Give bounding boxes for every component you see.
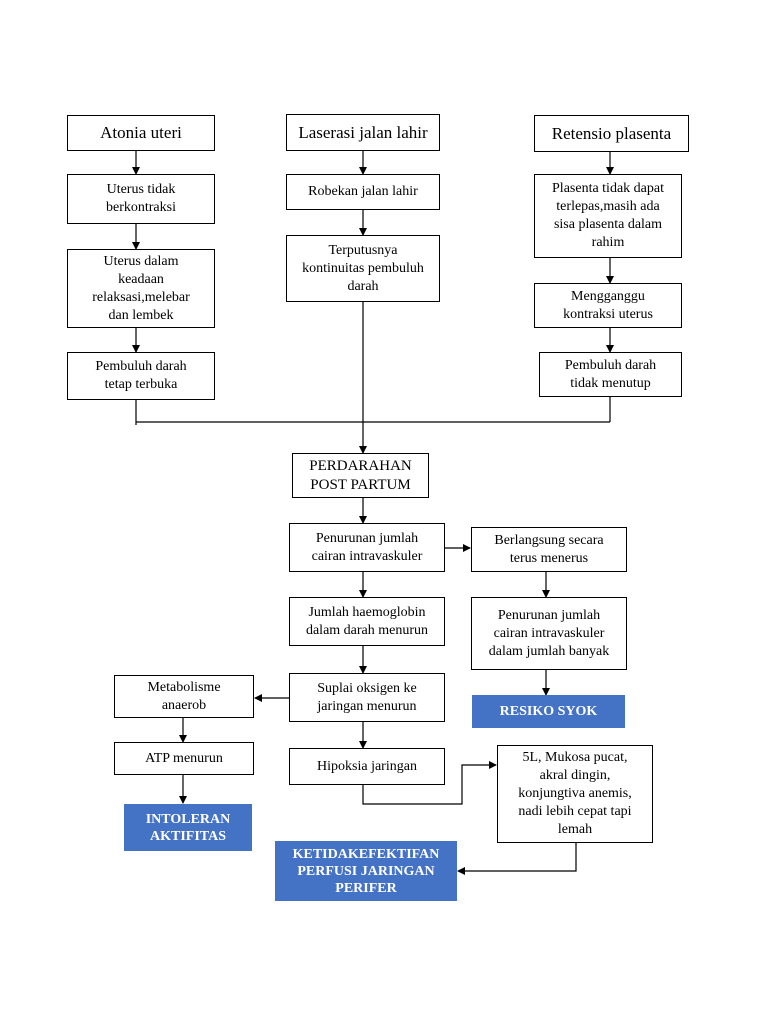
arrow-hipoksia-tanda — [362, 761, 497, 805]
node-uterus-relaksasi: Uterus dalam keadaan relaksasi,melebar d… — [67, 249, 215, 328]
node-metabolisme-anaerob: Metabolisme anaerob — [114, 675, 254, 718]
node-berlangsung-terus: Berlangsung secara terus menerus — [471, 527, 627, 572]
node-mengganggu-kontraksi: Mengganggu kontraksi uterus — [534, 283, 682, 328]
node-pembuluh-tidak-menutup: Pembuluh darah tidak menutup — [539, 352, 682, 397]
node-penurunan-cairan: Penurunan jumlah cairan intravaskuler — [289, 523, 445, 572]
node-robekan-jalan-lahir: Robekan jalan lahir — [286, 174, 440, 210]
diagnosis-ketidakefektifan-perfusi: KETIDAKEFEKTIFAN PERFUSI JARINGAN PERIFE… — [275, 841, 457, 901]
node-uterus-tidak-berkontraksi: Uterus tidak berkontraksi — [67, 174, 215, 224]
node-atonia-uteri: Atonia uteri — [67, 115, 215, 151]
node-plasenta-tidak-terlepas: Plasenta tidak dapat terlepas,masih ada … — [534, 174, 682, 258]
node-retensio-plasenta: Retensio plasenta — [534, 115, 689, 152]
node-penurunan-cairan-banyak: Penurunan jumlah cairan intravaskuler da… — [471, 597, 627, 670]
node-perdarahan-post-partum: PERDARAHAN POST PARTUM — [292, 453, 429, 498]
diagnosis-resiko-syok: RESIKO SYOK — [472, 695, 625, 728]
node-pembuluh-darah-terbuka: Pembuluh darah tetap terbuka — [67, 352, 215, 400]
node-hipoksia-jaringan: Hipoksia jaringan — [289, 748, 445, 785]
node-suplai-oksigen: Suplai oksigen ke jaringan menurun — [289, 673, 445, 722]
node-laserasi-jalan-lahir: Laserasi jalan lahir — [286, 114, 440, 151]
arrow-tanda-ketidakefektifan — [457, 843, 577, 875]
diagnosis-intoleran-aktifitas: INTOLERAN AKTIFITAS — [124, 804, 252, 851]
node-atp-menurun: ATP menurun — [114, 742, 254, 775]
node-tanda-gejala: 5L, Mukosa pucat, akral dingin, konjungt… — [497, 745, 653, 843]
node-terputusnya-kontinuitas: Terputusnya kontinuitas pembuluh darah — [286, 235, 440, 302]
node-jumlah-haemoglobin: Jumlah haemoglobin dalam darah menurun — [289, 597, 445, 646]
